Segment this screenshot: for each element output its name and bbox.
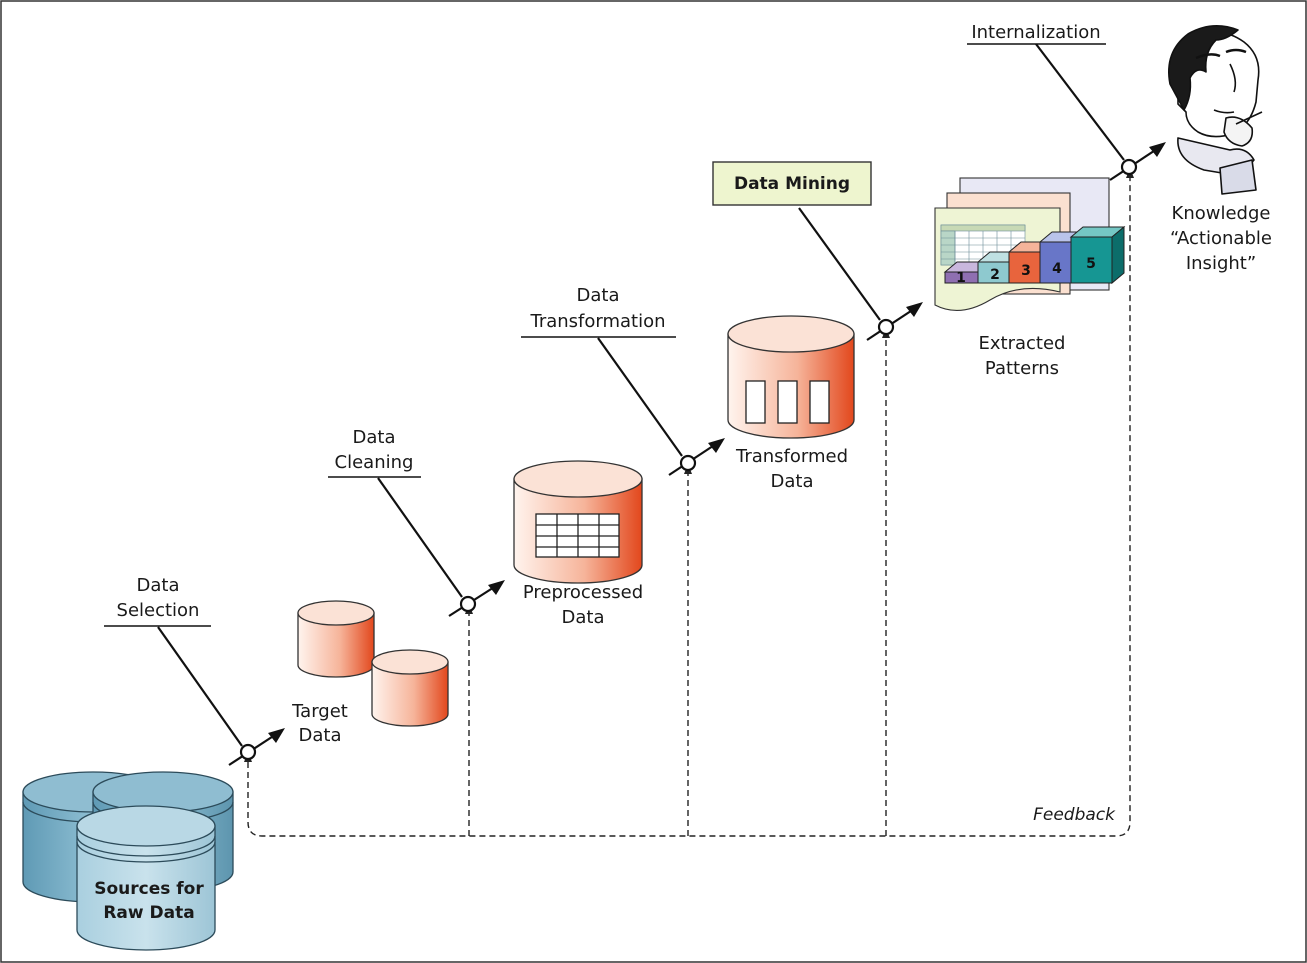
step-data-transformation: Data Transformation [521, 285, 676, 338]
preprocessed-table-icon [535, 513, 620, 558]
step-arrowheads [268, 142, 1166, 743]
knowledge-line1: Knowledge [1172, 203, 1271, 224]
thinker-illustration [1168, 25, 1263, 195]
target-data-cylinders [297, 600, 449, 727]
step-mining-label: Data Mining [734, 174, 850, 194]
target-data-line1: Target [291, 701, 348, 722]
transformed-data-cylinder [727, 315, 855, 439]
feedback-label: Feedback [1033, 805, 1116, 825]
feedback-loop [247, 178, 1131, 837]
step-transformation-line2: Transformation [529, 311, 665, 332]
pattern-step-3: 3 [1021, 263, 1031, 279]
step-transformation-line1: Data [577, 285, 620, 306]
extracted-patterns-line1: Extracted [979, 333, 1066, 354]
knowledge-line3: Insight” [1186, 253, 1256, 274]
step-connectors [157, 43, 1161, 766]
transformed-data-line1: Transformed [735, 446, 848, 467]
raw-data-line2: Raw Data [103, 903, 194, 923]
step-cleaning-line1: Data [353, 427, 396, 448]
pattern-step-5: 5 [1086, 256, 1096, 272]
pattern-step-2: 2 [990, 267, 1000, 283]
target-data-line2: Data [299, 725, 342, 746]
preprocessed-data-line2: Data [562, 607, 605, 628]
step-internalization: Internalization [967, 22, 1106, 45]
raw-data-line1: Sources for [94, 879, 204, 899]
extracted-patterns-graphic: 1 2 3 4 5 [934, 177, 1126, 311]
raw-data-cylinders: Sources for Raw Data [22, 771, 234, 951]
transformed-columns-icon [745, 380, 830, 424]
step-data-cleaning: Data Cleaning [328, 427, 421, 478]
step-selection-line2: Selection [117, 600, 200, 621]
knowledge-line2: “Actionable [1170, 228, 1272, 249]
preprocessed-data-line1: Preprocessed [523, 582, 643, 603]
step-data-selection: Data Selection [104, 575, 211, 627]
transformed-data-line2: Data [771, 471, 814, 492]
pattern-step-1: 1 [956, 270, 966, 286]
pattern-step-blocks [943, 225, 1126, 285]
step-internalization-label: Internalization [971, 22, 1100, 43]
step-cleaning-line2: Cleaning [335, 452, 414, 473]
preprocessed-data-cylinder [513, 460, 643, 584]
pattern-step-4: 4 [1052, 261, 1062, 277]
extracted-patterns-line2: Patterns [985, 358, 1059, 379]
step-selection-line1: Data [137, 575, 180, 596]
step-data-mining: Data Mining [712, 161, 872, 206]
